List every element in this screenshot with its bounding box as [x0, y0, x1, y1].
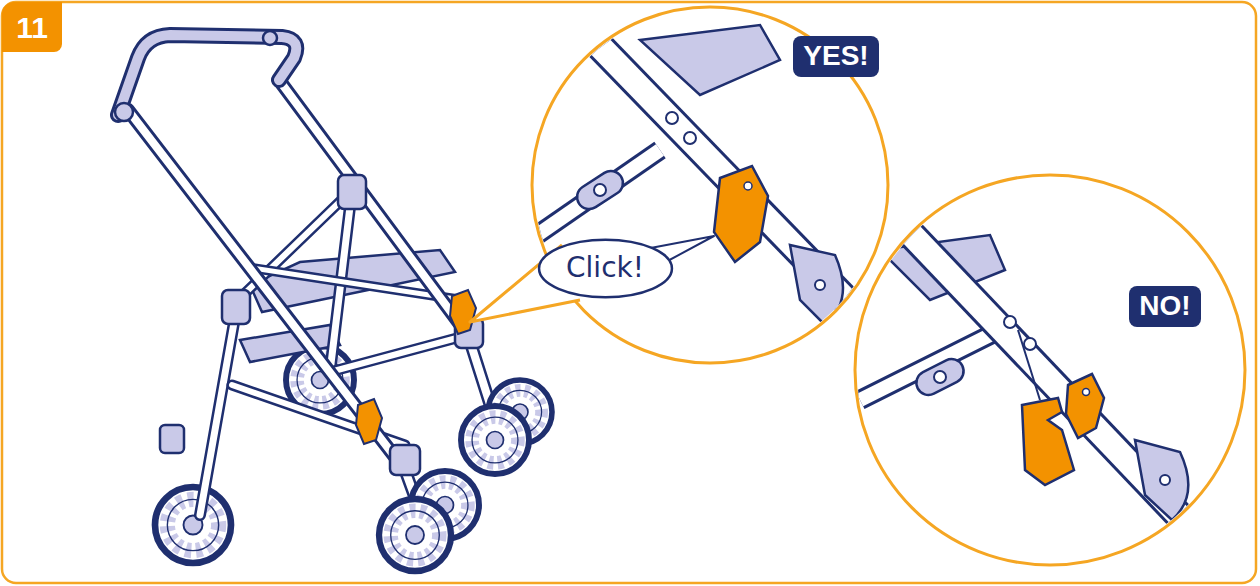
click-bubble-text: Click! — [566, 253, 644, 284]
frame-clip — [356, 290, 476, 444]
no-tag-text: NO! — [1139, 291, 1190, 322]
wheel — [155, 346, 354, 563]
frame-tube — [118, 35, 495, 525]
no-tag: NO! — [1129, 286, 1201, 327]
yes-tag: YES! — [793, 36, 879, 77]
frame-joint — [115, 31, 528, 540]
clip-detail — [530, 0, 880, 335]
step-number: 11 — [2, 2, 62, 52]
click-bubble: Click! — [537, 238, 674, 299]
yes-tag-text: YES! — [803, 41, 868, 72]
wheel — [379, 380, 552, 571]
clip-detail — [850, 170, 1250, 586]
magnifier-circle — [532, 7, 888, 363]
step-number-text: 11 — [16, 11, 48, 44]
